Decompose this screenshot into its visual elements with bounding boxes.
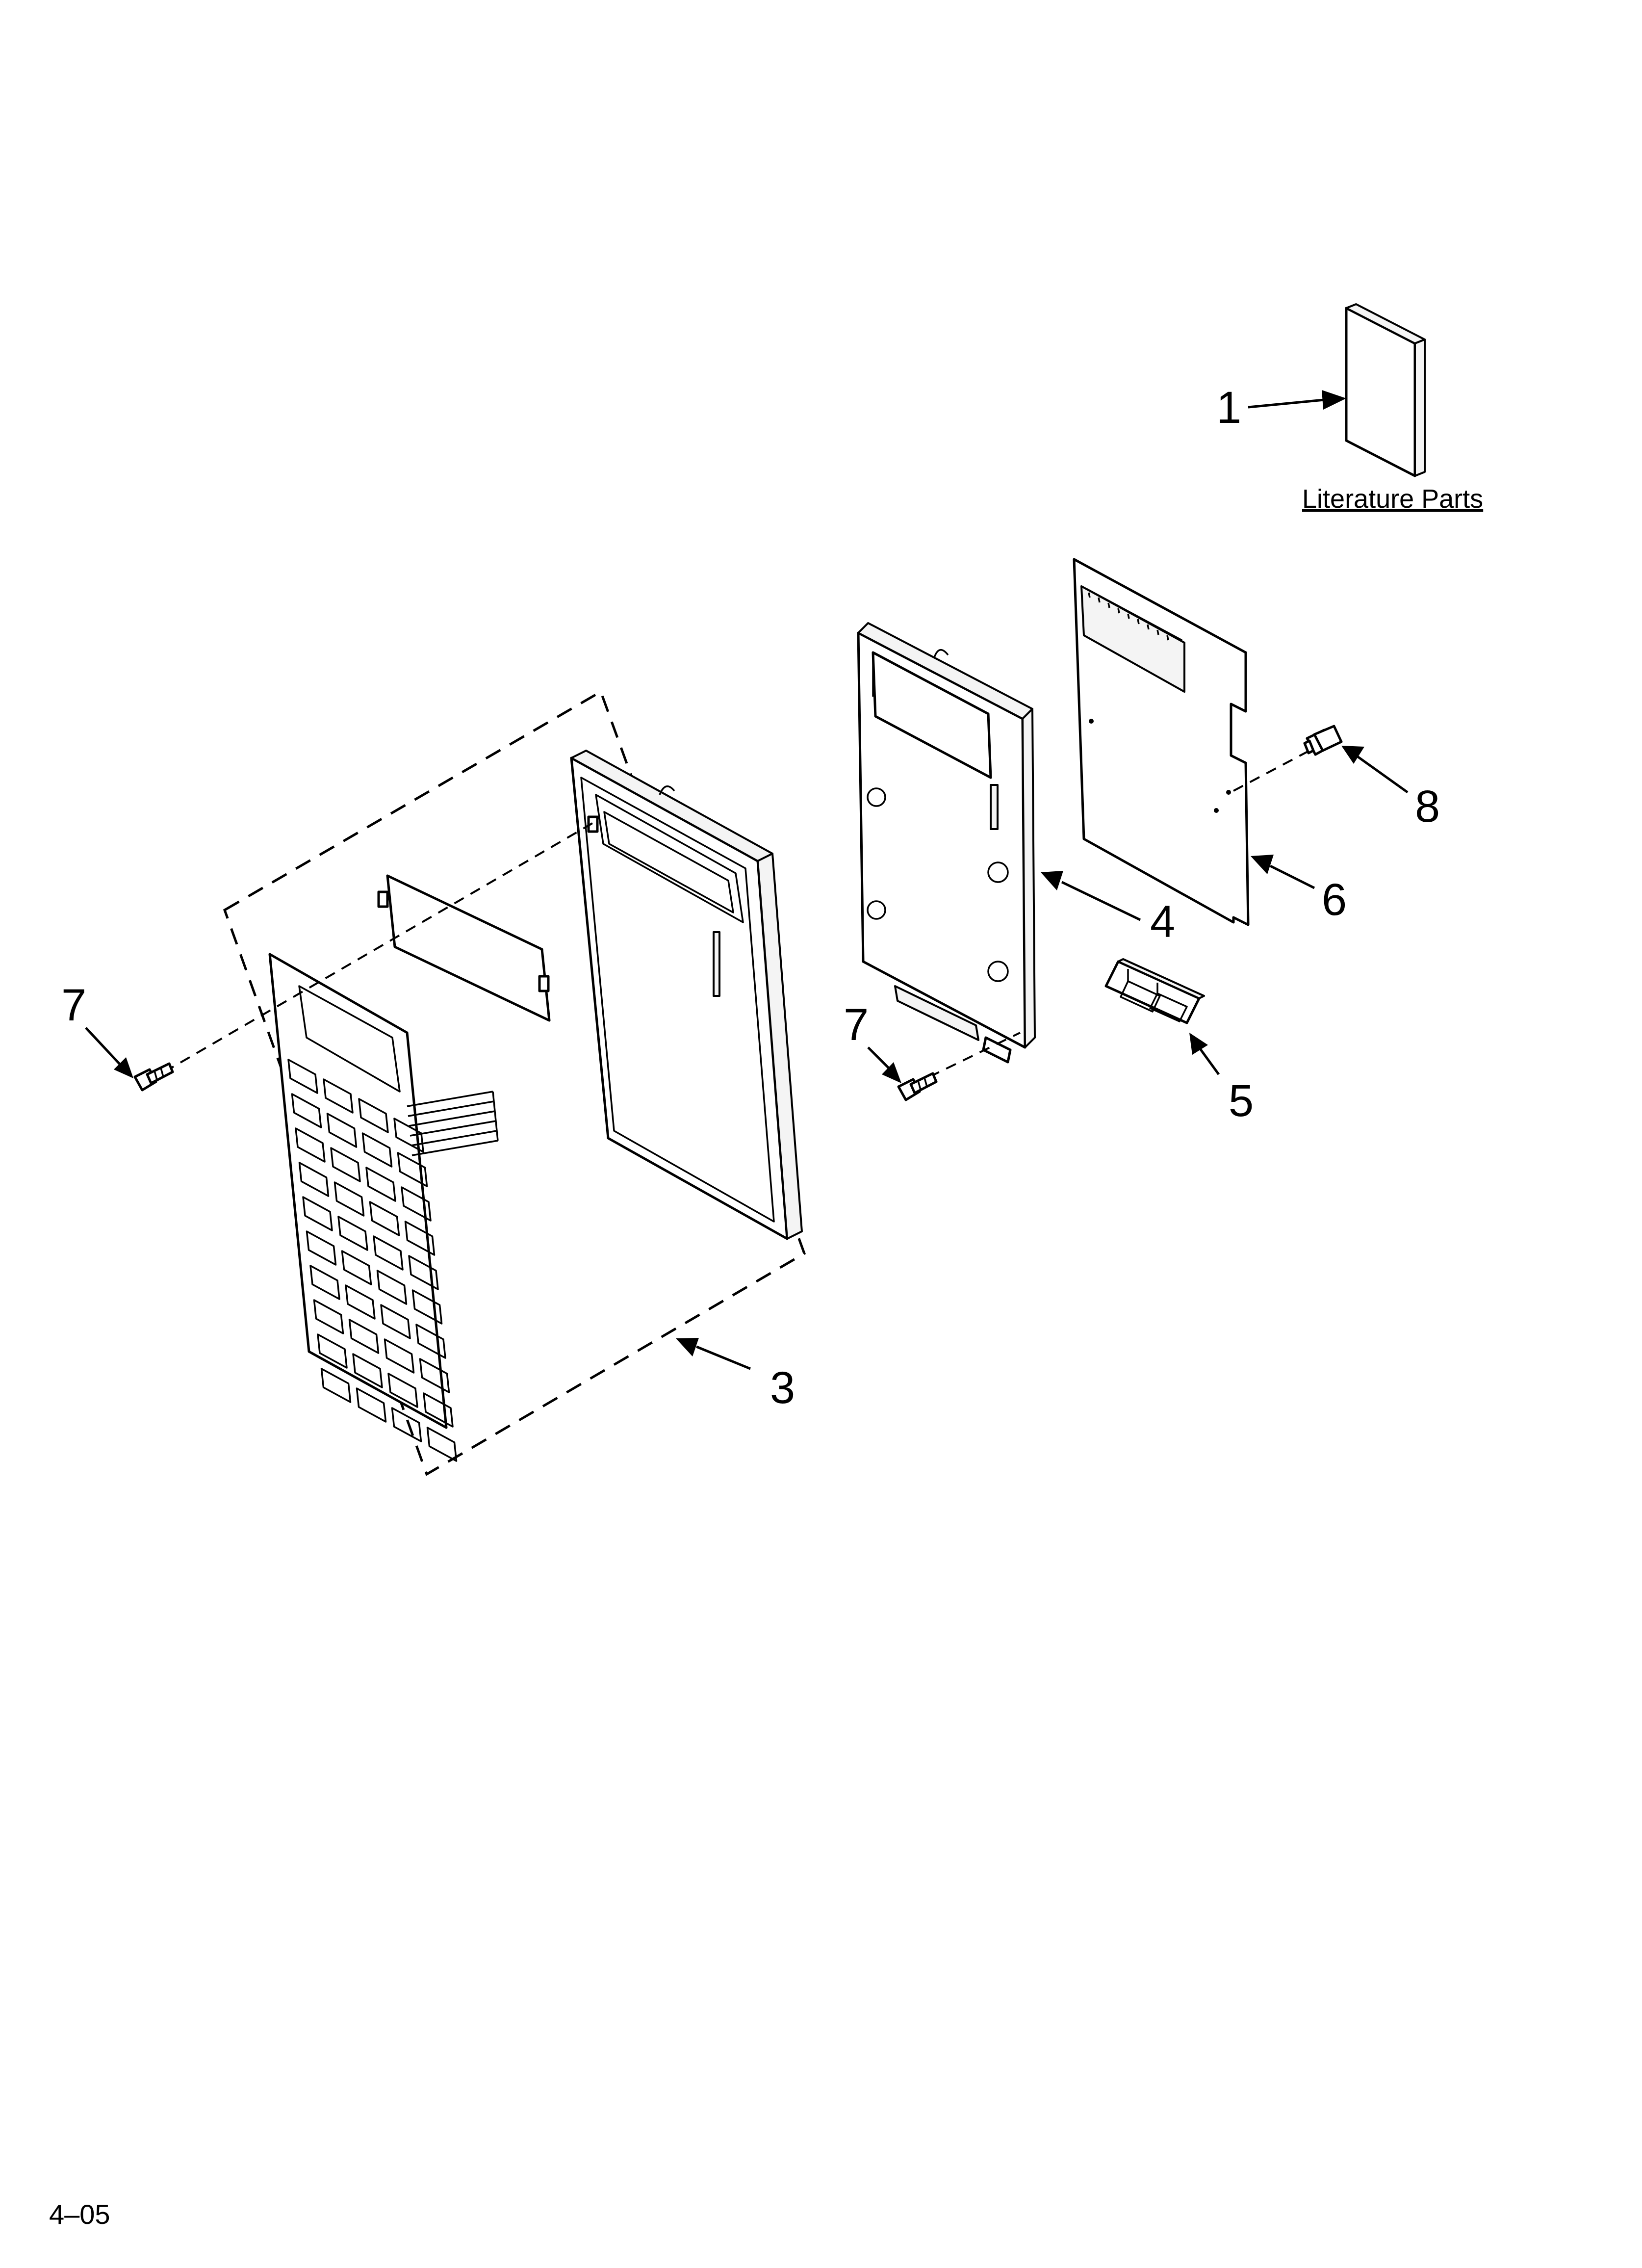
keypad-key — [373, 1235, 404, 1271]
screw-7-mid — [897, 1072, 938, 1101]
keypad-key — [326, 1113, 358, 1148]
keypad-key — [330, 1147, 361, 1182]
literature-caption: Literature Parts — [1302, 484, 1483, 514]
keypad-membrane — [268, 953, 499, 1462]
keypad-key — [408, 1255, 439, 1290]
control-housing-4 — [857, 622, 1036, 1064]
keypad-key — [404, 1221, 436, 1256]
keypad-key — [320, 1368, 352, 1403]
bracket-5 — [1104, 958, 1205, 1024]
keypad-key — [287, 1059, 318, 1094]
callout-arrow-5 — [1189, 1033, 1220, 1075]
callout-arrow-7-mid — [867, 1046, 901, 1083]
keypad-key — [317, 1333, 348, 1369]
keypad-key — [384, 1338, 415, 1374]
keypad-key — [401, 1186, 432, 1222]
literature-book-part — [1345, 303, 1426, 477]
callout-5: 5 — [1229, 1076, 1254, 1126]
keypad-key — [365, 1167, 396, 1202]
keypad-key — [397, 1152, 428, 1187]
keypad-key — [358, 1098, 389, 1133]
keypad-key — [387, 1373, 418, 1408]
keypad-key — [376, 1270, 408, 1305]
screw-path-7-mid — [929, 1032, 1021, 1078]
ribbon-cable — [407, 1091, 499, 1156]
keypad-key — [411, 1289, 443, 1325]
keypad-key — [323, 1078, 354, 1114]
screw-8 — [1303, 725, 1343, 756]
callout-arrow-7-left — [85, 1027, 133, 1078]
keypad-key — [419, 1358, 450, 1393]
page-code: 4–05 — [49, 2199, 110, 2230]
keypad-key — [356, 1387, 387, 1423]
keypad-key — [341, 1250, 372, 1285]
assembly-boundary-3 — [223, 690, 806, 1476]
keypad-key — [295, 1127, 326, 1163]
keypad-keys — [287, 1059, 458, 1462]
keypad-key — [334, 1181, 365, 1217]
keypad-key — [415, 1324, 446, 1359]
keypad-key — [352, 1353, 383, 1388]
callout-7-left: 7 — [61, 980, 86, 1030]
keypad-key — [337, 1216, 368, 1251]
callout-8: 8 — [1415, 782, 1440, 832]
keypad-key — [361, 1132, 393, 1168]
keypad-key — [345, 1284, 376, 1320]
callout-arrow-1 — [1248, 390, 1346, 410]
control-board-6 — [1073, 558, 1250, 926]
callout-arrow-6 — [1251, 855, 1315, 889]
screw-7-left — [133, 1062, 174, 1092]
keypad-key — [423, 1392, 454, 1428]
control-panel-frame — [570, 750, 803, 1240]
keypad-key — [302, 1196, 333, 1231]
keypad-key — [291, 1093, 322, 1128]
keypad-key — [313, 1299, 344, 1334]
callout-arrow-4 — [1041, 871, 1141, 921]
keypad-key — [426, 1427, 458, 1462]
keypad-key — [369, 1201, 400, 1236]
callout-3: 3 — [770, 1363, 795, 1413]
callout-arrow-3 — [676, 1338, 751, 1370]
callout-arrow-8 — [1341, 746, 1409, 794]
screw-path-7-left — [163, 822, 593, 1073]
keypad-key — [306, 1230, 337, 1266]
keypad-key — [391, 1407, 422, 1442]
display-lens — [377, 874, 551, 1022]
keypad-key — [298, 1162, 330, 1197]
keypad-key — [348, 1319, 380, 1354]
callout-7-mid: 7 — [844, 1000, 869, 1050]
callout-4: 4 — [1150, 897, 1175, 947]
keypad-key — [393, 1118, 424, 1153]
keypad-key — [380, 1304, 411, 1339]
callout-1: 1 — [1216, 383, 1241, 433]
keypad-key — [309, 1265, 340, 1300]
callout-6: 6 — [1322, 875, 1347, 925]
screw-path-8 — [1233, 750, 1310, 792]
